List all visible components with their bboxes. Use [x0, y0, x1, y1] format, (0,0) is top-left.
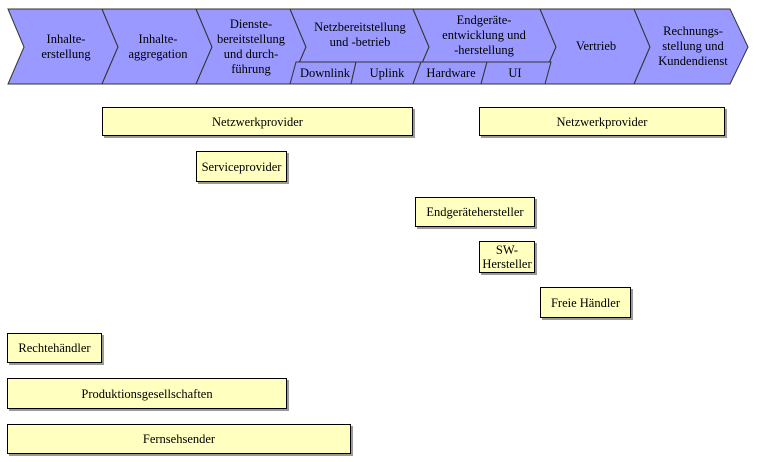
stage-2-arrow	[101, 8, 213, 85]
role-netzwerkprovider-1: Netzwerkprovider	[102, 107, 413, 136]
substage-downlink-cell	[289, 61, 357, 85]
stage-7-arrow	[633, 8, 749, 85]
substage-uplink-cell	[350, 61, 422, 85]
role-serviceprovider: Serviceprovider	[196, 151, 287, 182]
stage-3-arrow	[195, 8, 307, 85]
role-produktionsgesellschaften: Produktionsgesellschaften	[7, 378, 287, 409]
value-chain	[7, 8, 749, 85]
stage-1-arrow	[7, 8, 119, 85]
stage-6-arrow	[539, 8, 651, 85]
substage-ui-cell	[480, 61, 552, 85]
role-sw-hersteller: SW- Hersteller	[479, 241, 535, 273]
role-freie-haendler: Freie Händler	[540, 287, 631, 318]
role-netzwerkprovider-2: Netzwerkprovider	[479, 107, 725, 136]
role-fernsehsender: Fernsehsender	[7, 424, 351, 454]
role-endgeraetehersteller: Endgerätehersteller	[415, 197, 535, 227]
substage-hardware-cell	[412, 61, 488, 85]
role-rechtehaendler: Rechtehändler	[7, 333, 102, 363]
